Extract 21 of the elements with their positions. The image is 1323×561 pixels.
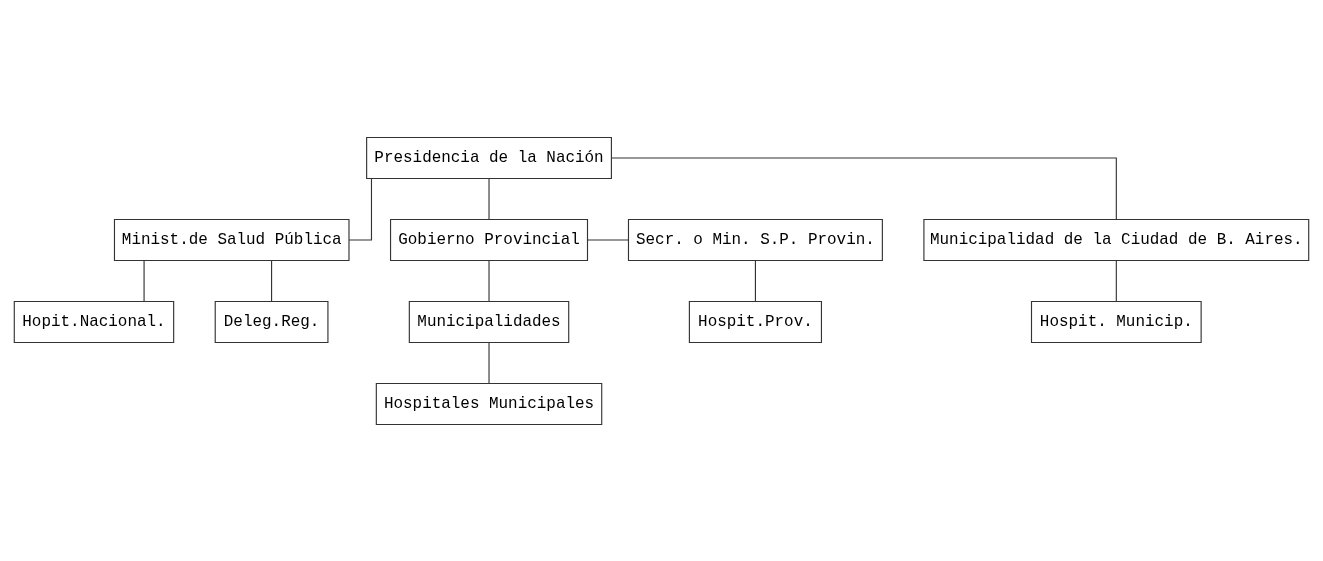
node-box: Hospit. Municip. <box>1030 300 1202 343</box>
connector <box>587 238 629 241</box>
connector <box>610 157 1117 220</box>
node-box: Municipalidades <box>408 300 570 343</box>
connector <box>271 259 273 302</box>
connector <box>348 177 373 241</box>
connector <box>1115 259 1117 302</box>
node-box: Hospitales Municipales <box>375 382 603 425</box>
connector <box>488 259 490 302</box>
node-box: Gobierno Provincial <box>390 218 589 261</box>
connector <box>143 259 145 302</box>
connector <box>754 259 756 302</box>
node-box: Hospit.Prov. <box>688 300 823 343</box>
connector <box>488 341 490 384</box>
node-box: Municipalidad de la Ciudad de B. Aires. <box>923 218 1310 261</box>
node-box: Minist.de Salud Pública <box>113 218 350 261</box>
node-box: Presidencia de la Nación <box>366 136 612 179</box>
connector <box>488 177 490 220</box>
node-box: Deleg.Reg. <box>214 300 329 343</box>
node-box: Secr. o Min. S.P. Provin. <box>627 218 883 261</box>
node-box: Hopit.Nacional. <box>13 300 175 343</box>
